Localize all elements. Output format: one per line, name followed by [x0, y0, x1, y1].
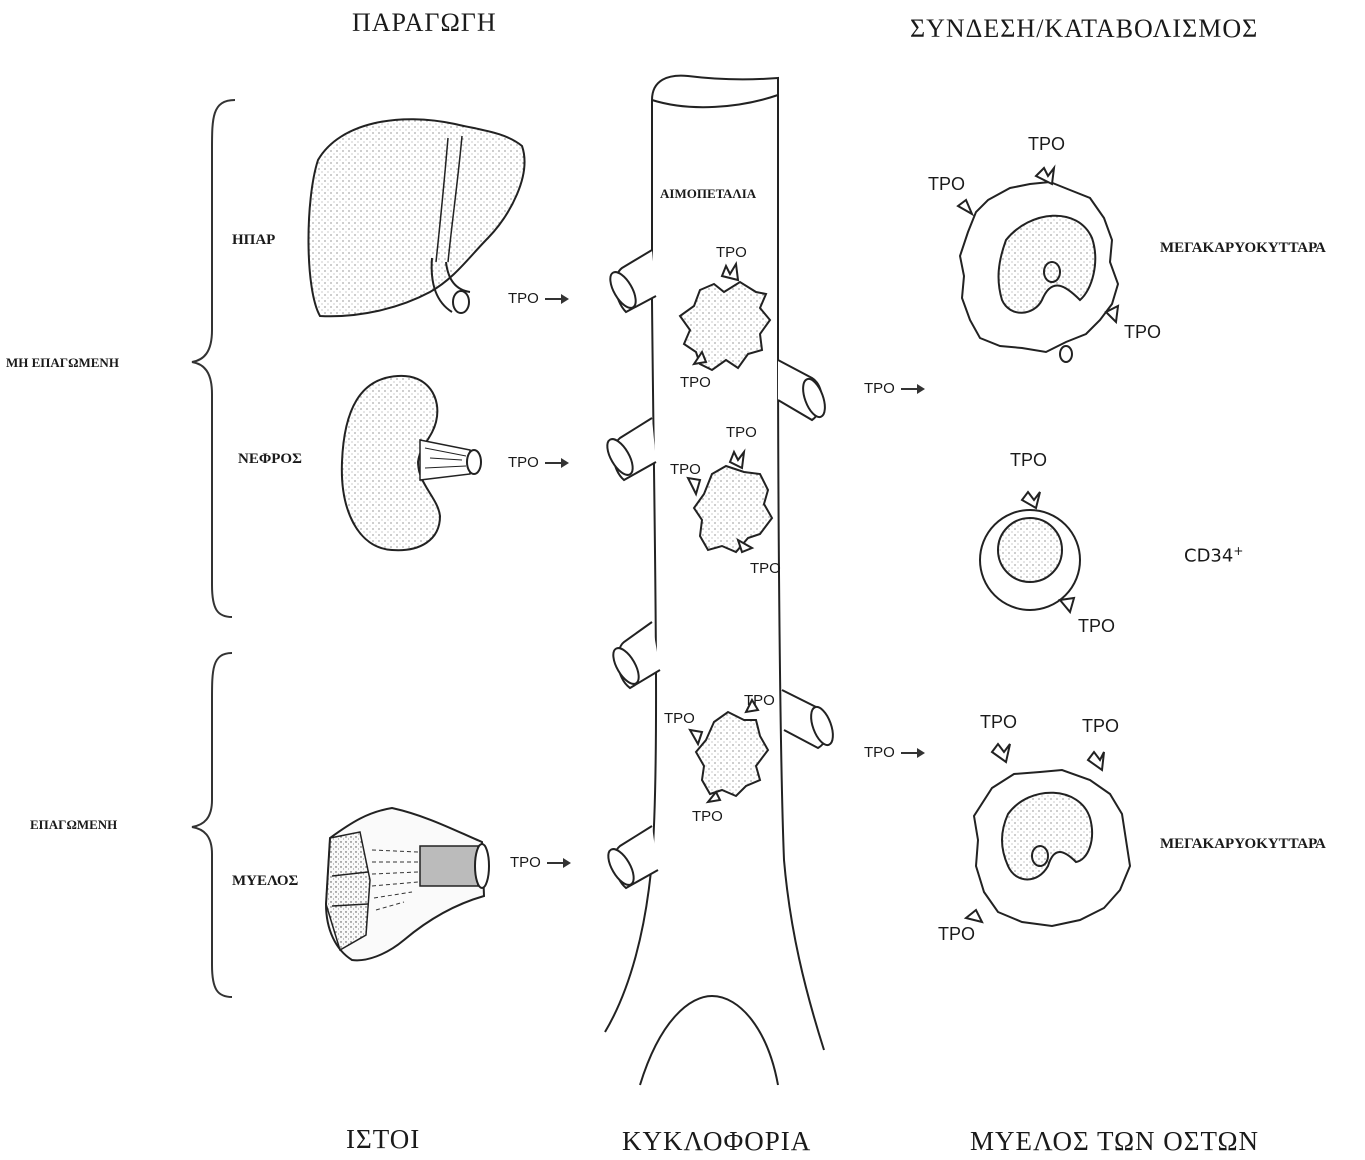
organ-label-marrow: ΜΥΕΛΟΣ [232, 873, 298, 890]
arrow-right-icon [901, 752, 923, 754]
tpo-arrow-liver: TPO [508, 290, 567, 307]
receptor-tpo-label: TPO [1010, 450, 1047, 471]
vessel-label-platelets: ΑΙΜΟΠΕΤΑΛΙΑ [660, 186, 756, 202]
tpo-label: TPO [508, 454, 539, 471]
platelet-tpo-label: TPO [750, 560, 781, 577]
cd34-cell-drawing [980, 492, 1080, 612]
tpo-arrow-to-marrow-bottom: TPO [864, 744, 923, 761]
organ-label-liver: ΗΠΑΡ [232, 232, 275, 249]
tpo-arrow-marrow: TPO [510, 854, 569, 871]
arrow-right-icon [545, 298, 567, 300]
cd34-text: CD34 [1184, 545, 1233, 566]
cell-label-megakaryocytes-top: ΜΕΓΑΚΑΡΥΟΚΥΤΤΑΡΑ [1160, 240, 1326, 257]
footer-tissues: ΙΣΤΟΙ [346, 1124, 420, 1155]
header-binding: ΣΥΝΔΕΣΗ/ΚΑΤΑΒΟΛΙΣΜΟΣ [910, 14, 1258, 44]
platelet-tpo-label: TPO [670, 461, 701, 478]
brace-non-inducible [192, 100, 235, 617]
megakaryocyte-bottom-drawing [966, 744, 1130, 926]
arrow-right-icon [901, 388, 923, 390]
cell-label-cd34: CD34+ [1184, 544, 1243, 566]
platelet-tpo-label: TPO [716, 244, 747, 261]
bone-drawing [326, 808, 489, 960]
tpo-label: TPO [864, 380, 895, 397]
tpo-arrow-to-marrow-top: TPO [864, 380, 923, 397]
brace-inducible [192, 653, 232, 997]
receptor-tpo-label: TPO [1078, 616, 1115, 637]
organ-label-kidney: ΝΕΦΡΟΣ [238, 451, 302, 468]
platelet-3 [690, 700, 768, 802]
cd34-superscript: + [1233, 544, 1243, 558]
platelet-tpo-label: TPO [680, 374, 711, 391]
receptor-tpo-label: TPO [980, 712, 1017, 733]
receptor-tpo-label: TPO [1124, 322, 1161, 343]
receptor-tpo-label: TPO [938, 924, 975, 945]
platelet-tpo-label: TPO [664, 710, 695, 727]
tpo-label: TPO [510, 854, 541, 871]
cell-label-megakaryocytes-bottom: ΜΕΓΑΚΑΡΥΟΚΥΤΤΑΡΑ [1160, 836, 1326, 853]
footer-bone-marrow: ΜΥΕΛΟΣ ΤΩΝ ΟΣΤΩΝ [970, 1126, 1259, 1157]
tpo-arrow-kidney: TPO [508, 454, 567, 471]
receptor-tpo-label: TPO [928, 174, 965, 195]
vessel-drawing [605, 76, 824, 1085]
arrow-right-icon [545, 462, 567, 464]
group-non-inducible: ΜΗ ΕΠΑΓΩΜΕΝΗ [6, 355, 119, 371]
tpo-label: TPO [864, 744, 895, 761]
footer-circulation: ΚΥΚΛΟΦΟΡΙΑ [622, 1126, 811, 1157]
arrow-right-icon [547, 862, 569, 864]
kidney-drawing [342, 376, 481, 550]
platelet-tpo-label: TPO [744, 692, 775, 709]
receptor-tpo-label: TPO [1028, 134, 1065, 155]
platelet-1 [680, 264, 770, 370]
header-production: ΠΑΡΑΓΩΓΗ [352, 8, 497, 38]
megakaryocyte-top-drawing [958, 168, 1118, 362]
group-inducible: ΕΠΑΓΩΜΕΝΗ [30, 817, 117, 833]
platelet-tpo-label: TPO [726, 424, 757, 441]
tpo-label: TPO [508, 290, 539, 307]
platelet-tpo-label: TPO [692, 808, 723, 825]
liver-drawing [308, 119, 524, 316]
receptor-tpo-label: TPO [1082, 716, 1119, 737]
